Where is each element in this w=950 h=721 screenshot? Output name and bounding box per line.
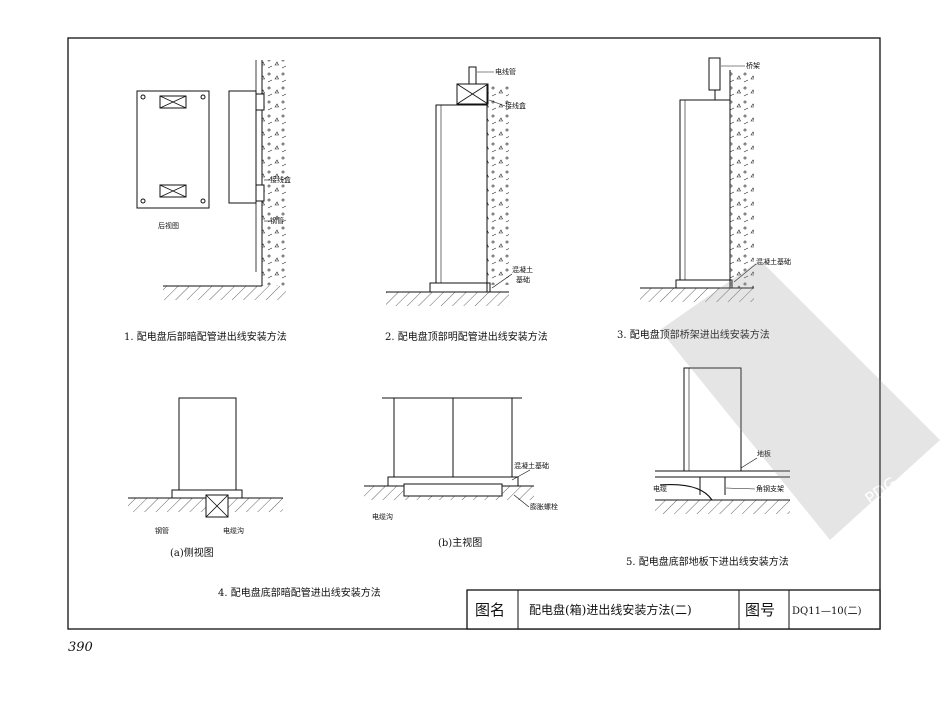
side-panel — [228, 90, 257, 204]
caption-4: 4. 配电盘底部暗配管进出线安装方法 — [218, 586, 381, 599]
title-number-label: 图号 — [745, 601, 775, 619]
title-name-label: 图名 — [475, 601, 505, 619]
label-foundation-2: 基础 — [516, 275, 530, 284]
conduit-2 — [468, 66, 477, 85]
caption-5: 5. 配电盘底部地板下进出线安装方法 — [626, 555, 789, 568]
junction-box-top — [159, 95, 187, 109]
cabinet-4a — [178, 397, 237, 491]
label-foundation-3: 混凝土基础 — [756, 257, 791, 266]
label-bolt-4b: 膨胀螺栓 — [530, 502, 558, 511]
page-number: 390 — [68, 640, 93, 655]
label-concrete-2: 混凝土 — [512, 265, 533, 274]
wall — [262, 60, 286, 286]
floor-1 — [163, 286, 286, 300]
title-name-value: 配电盘(箱)进出线安装方法(二) — [529, 602, 692, 617]
diagram-2: 电线管 接线盒 混凝土 基础 2. 配电盘顶部明配管进出线安装方法 — [385, 66, 548, 343]
caption-3: 3. 配电盘顶部桥架进出线安装方法 — [617, 328, 770, 341]
title-block: 图名 配电盘(箱)进出线安装方法(二) 图号 DQ11—10(二) — [466, 589, 881, 630]
caption-2: 2. 配电盘顶部明配管进出线安装方法 — [385, 330, 548, 343]
floor-5 — [655, 500, 790, 514]
wall-3 — [730, 70, 754, 288]
cabinet-4b-right — [452, 397, 513, 478]
rear-view-panel — [136, 90, 210, 209]
label-conduit-2: 电线管 — [495, 67, 516, 76]
label-rear-view: 后视图 — [158, 221, 179, 230]
caption-1: 1. 配电盘后部暗配管进出线安装方法 — [124, 330, 287, 343]
diagram-4a: 钢管 电缆沟 (a)侧视图 — [128, 397, 283, 559]
label-cable-tray-3: 桥架 — [746, 61, 760, 70]
title-number-value: DQ11—10(二) — [792, 606, 862, 617]
diagram-3: 桥架 混凝土基础 3. 配电盘顶部桥架进出线安装方法 — [617, 57, 791, 341]
label-floorboard-5: 地板 — [757, 449, 771, 458]
cable-tray-3 — [708, 57, 721, 91]
floor-2 — [386, 292, 509, 306]
subcaption-4b: (b)主视图 — [438, 536, 482, 549]
cabinet-3 — [679, 99, 731, 281]
wall-2 — [487, 85, 509, 285]
diagram-5: 地板 电缆 角钢支架 5. 配电盘底部地板下进出线安装方法 — [626, 367, 790, 568]
watermark: PDG — [660, 260, 940, 540]
label-cable-5: 电缆 — [653, 484, 667, 493]
junction-box-bottom — [159, 184, 187, 198]
label-cable-trench-4a: 电缆沟 — [223, 526, 244, 535]
label-steel-pipe-4a: 钢管 — [155, 526, 169, 535]
diagram-4b: 混凝土基础 电缆沟 膨胀螺栓 (b)主视图 — [364, 397, 558, 549]
label-junction-box-1: 接线盒 — [270, 175, 291, 184]
label-foundation-4b: 混凝土基础 — [514, 461, 549, 470]
diagram-1: 后视图 接线盒 钢管 1. 配电盘后部暗配管进出线安装方法 — [124, 60, 291, 343]
floor-3 — [640, 288, 754, 302]
subcaption-4a: (a)侧视图 — [170, 546, 214, 559]
label-bracket-5: 角钢支架 — [756, 484, 784, 493]
label-junction-box-2: 接线盒 — [505, 101, 526, 110]
cabinet-4b-left — [393, 397, 454, 478]
label-cable-trench-4b: 电缆沟 — [372, 512, 393, 521]
label-steel-pipe-1: 钢管 — [270, 216, 284, 225]
cabinet-2 — [435, 104, 488, 284]
